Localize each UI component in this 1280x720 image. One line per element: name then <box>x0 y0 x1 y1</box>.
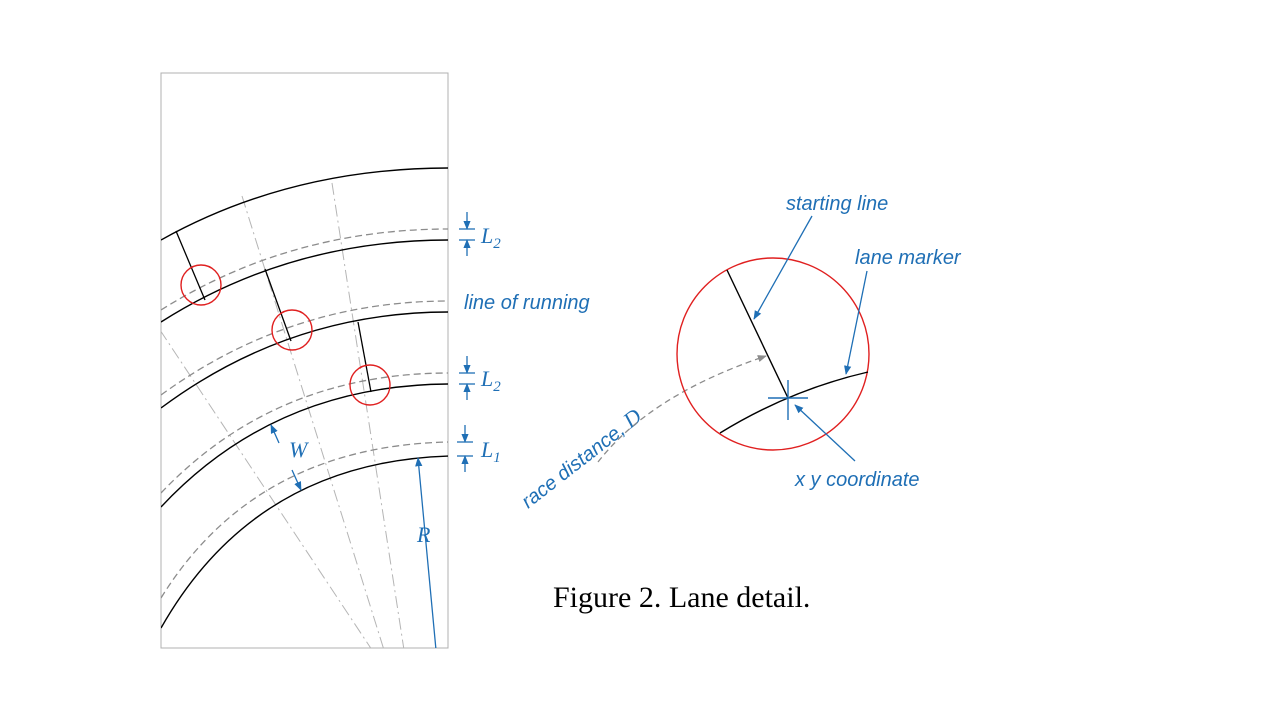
detail-view: starting line lane marker x y coordinate <box>676 193 962 491</box>
lane-width-label: W <box>289 437 309 462</box>
lane-line-4 <box>161 383 448 508</box>
starting-line-label: starting line <box>786 193 888 215</box>
l1-symbol: L <box>480 437 493 462</box>
lane-line-2 <box>161 239 448 323</box>
starting-line-lane-3 <box>357 321 372 393</box>
lane-width-arrows <box>270 424 302 491</box>
dim-l2-top: L2 <box>459 212 501 256</box>
lane-marker-label: lane marker <box>855 247 962 269</box>
lane-lines <box>161 167 448 629</box>
l2-mid-subscript: 2 <box>493 379 501 395</box>
l2-top-symbol: L <box>480 223 493 248</box>
track-panel: W R <box>160 72 449 649</box>
figure-caption: Figure 2. Lane detail. <box>553 581 810 614</box>
dim-l2-mid: L2 <box>459 356 501 400</box>
xy-coordinate-label: x y coordinate <box>794 469 920 491</box>
race-distance-label: race distance, <box>518 416 634 513</box>
marker-circles <box>180 264 391 406</box>
starting-line-lane-2 <box>264 268 292 342</box>
radius-label: R <box>416 522 431 547</box>
detail-lane-marker <box>719 371 869 434</box>
radial-line-3 <box>161 330 372 648</box>
lane-line-outer <box>161 167 448 241</box>
starting-line-arrow <box>753 215 813 320</box>
radius-arrow <box>415 457 437 648</box>
starting-lines <box>175 230 372 393</box>
lane-line-3 <box>161 311 448 409</box>
running-line-4 <box>161 441 448 599</box>
svg-text:L2: L2 <box>480 366 501 395</box>
panel-frame <box>160 72 449 649</box>
marker-circle-2 <box>271 309 313 351</box>
race-distance-arrow <box>597 355 767 463</box>
l2-top-subscript: 2 <box>493 236 501 252</box>
l1-subscript: 1 <box>493 450 501 466</box>
svg-text:race distance, D: race distance, D <box>516 403 647 513</box>
xy-crosshair <box>768 380 808 420</box>
svg-text:L2: L2 <box>480 223 501 252</box>
w-arrow-bottom <box>291 469 302 491</box>
dimension-annotations: L2 line of running L2 L1 <box>457 212 590 472</box>
running-line-2 <box>161 300 448 396</box>
lane-marker-arrow <box>844 270 868 375</box>
detail-circle <box>676 257 870 451</box>
xy-coordinate-arrow <box>794 404 856 462</box>
starting-line-lane-1 <box>175 230 206 301</box>
running-lines <box>161 228 448 599</box>
radial-line-1 <box>241 195 384 648</box>
w-arrow-top <box>270 424 280 444</box>
marker-circle-3 <box>349 364 391 406</box>
svg-text:L1: L1 <box>480 437 501 466</box>
running-line-3 <box>161 372 448 494</box>
l2-mid-symbol: L <box>480 366 493 391</box>
line-of-running-label: line of running <box>464 292 590 314</box>
running-line-1 <box>161 228 448 311</box>
detail-starting-line <box>726 269 789 399</box>
race-distance-annotation: race distance, D <box>516 355 767 513</box>
marker-circle-1 <box>180 264 222 306</box>
lane-line-inner <box>161 455 448 629</box>
radial-lines <box>161 182 405 648</box>
dim-l1: L1 <box>457 425 501 472</box>
radial-line-2 <box>331 182 405 648</box>
